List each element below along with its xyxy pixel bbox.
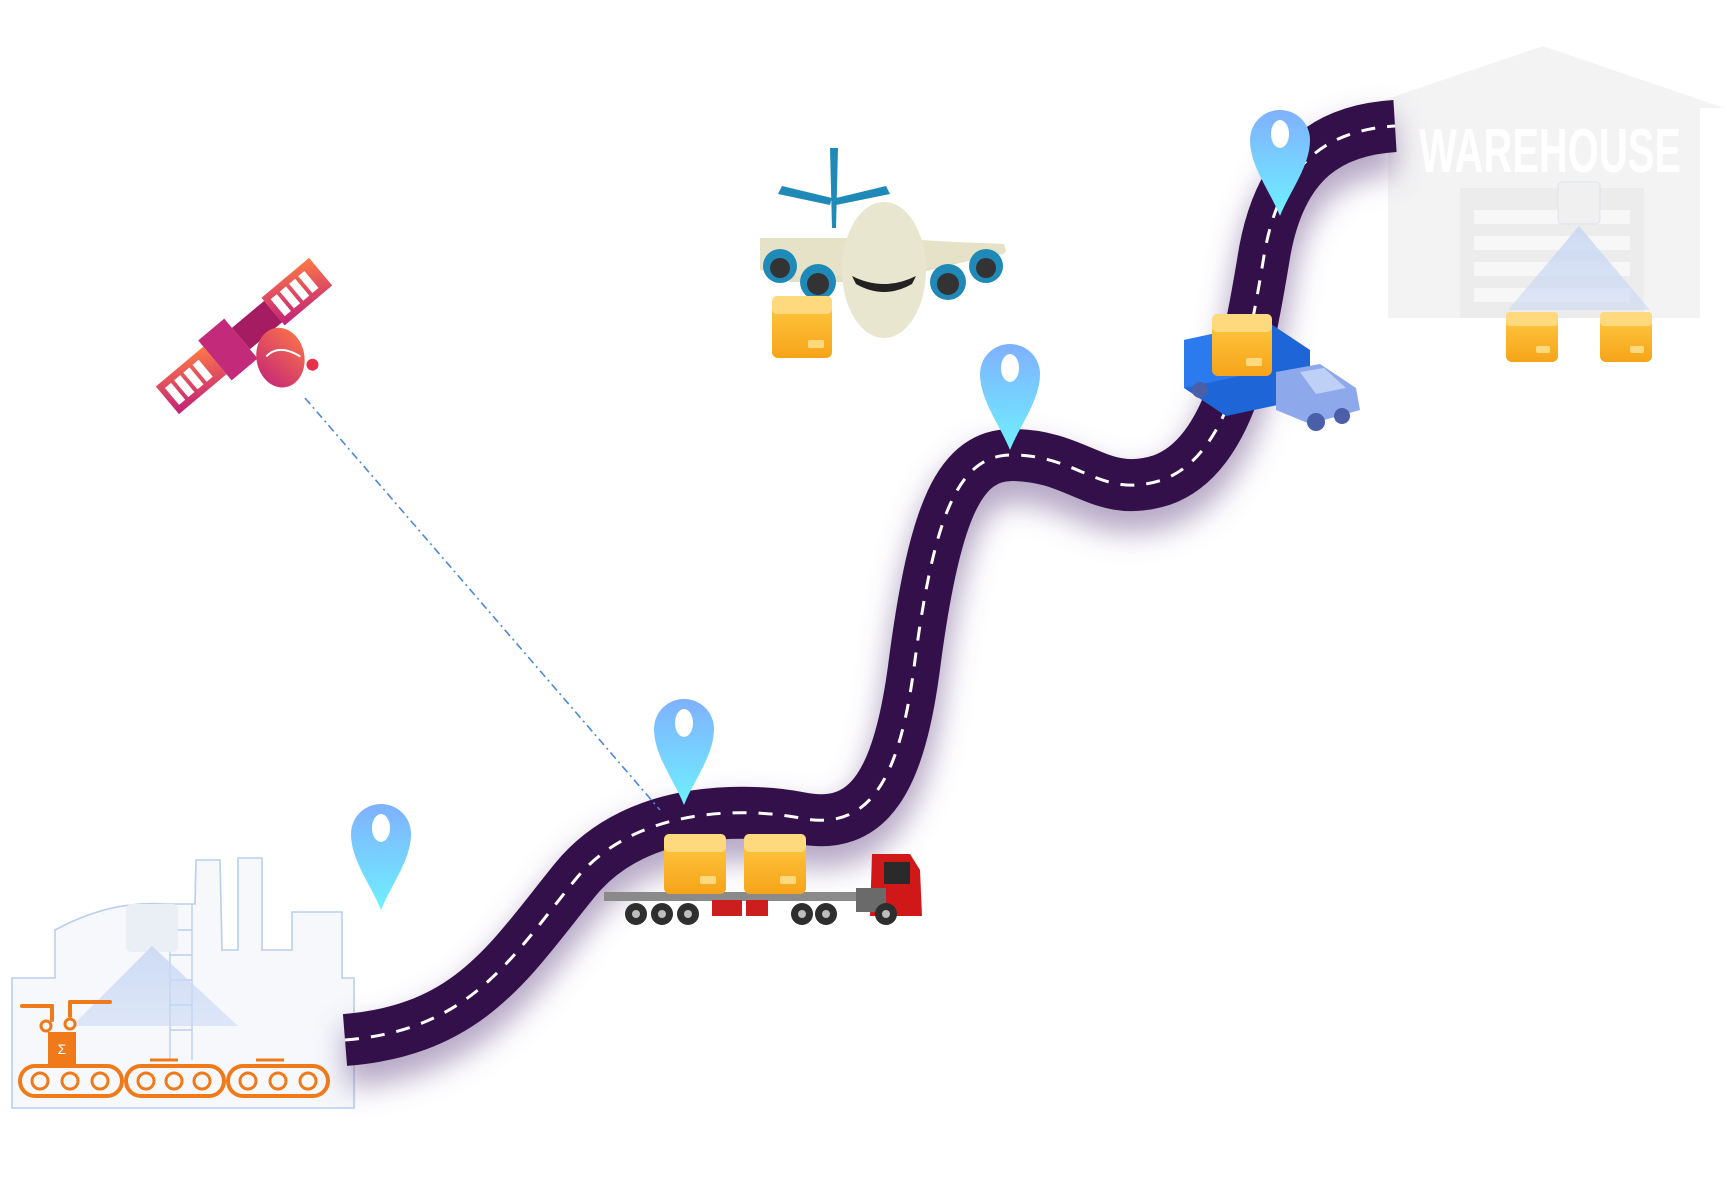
warehouse-icon: WAREHOUSE [1360,46,1724,362]
location-pin-icon [351,804,411,910]
gps-signal-line [304,397,661,811]
svg-text:Σ: Σ [58,1041,67,1057]
warehouse-label: WAREHOUSE [1419,117,1681,186]
delivery-truck-icon [1184,314,1360,431]
location-pin-icon [654,699,714,805]
satellite-icon [155,257,333,415]
airplane-icon [760,148,1006,358]
package-box-icon [664,834,726,894]
semi-truck-icon [604,834,922,925]
package-box-icon [1600,312,1652,362]
package-box-icon [1506,312,1558,362]
sensor-beam [1508,181,1650,310]
factory-icon: Σ [11,857,356,1109]
location-pin-icon [980,344,1040,450]
location-pin-icon [1250,110,1310,216]
package-box-icon [744,834,806,894]
package-box-icon [1212,314,1272,376]
package-box-icon [772,296,832,358]
